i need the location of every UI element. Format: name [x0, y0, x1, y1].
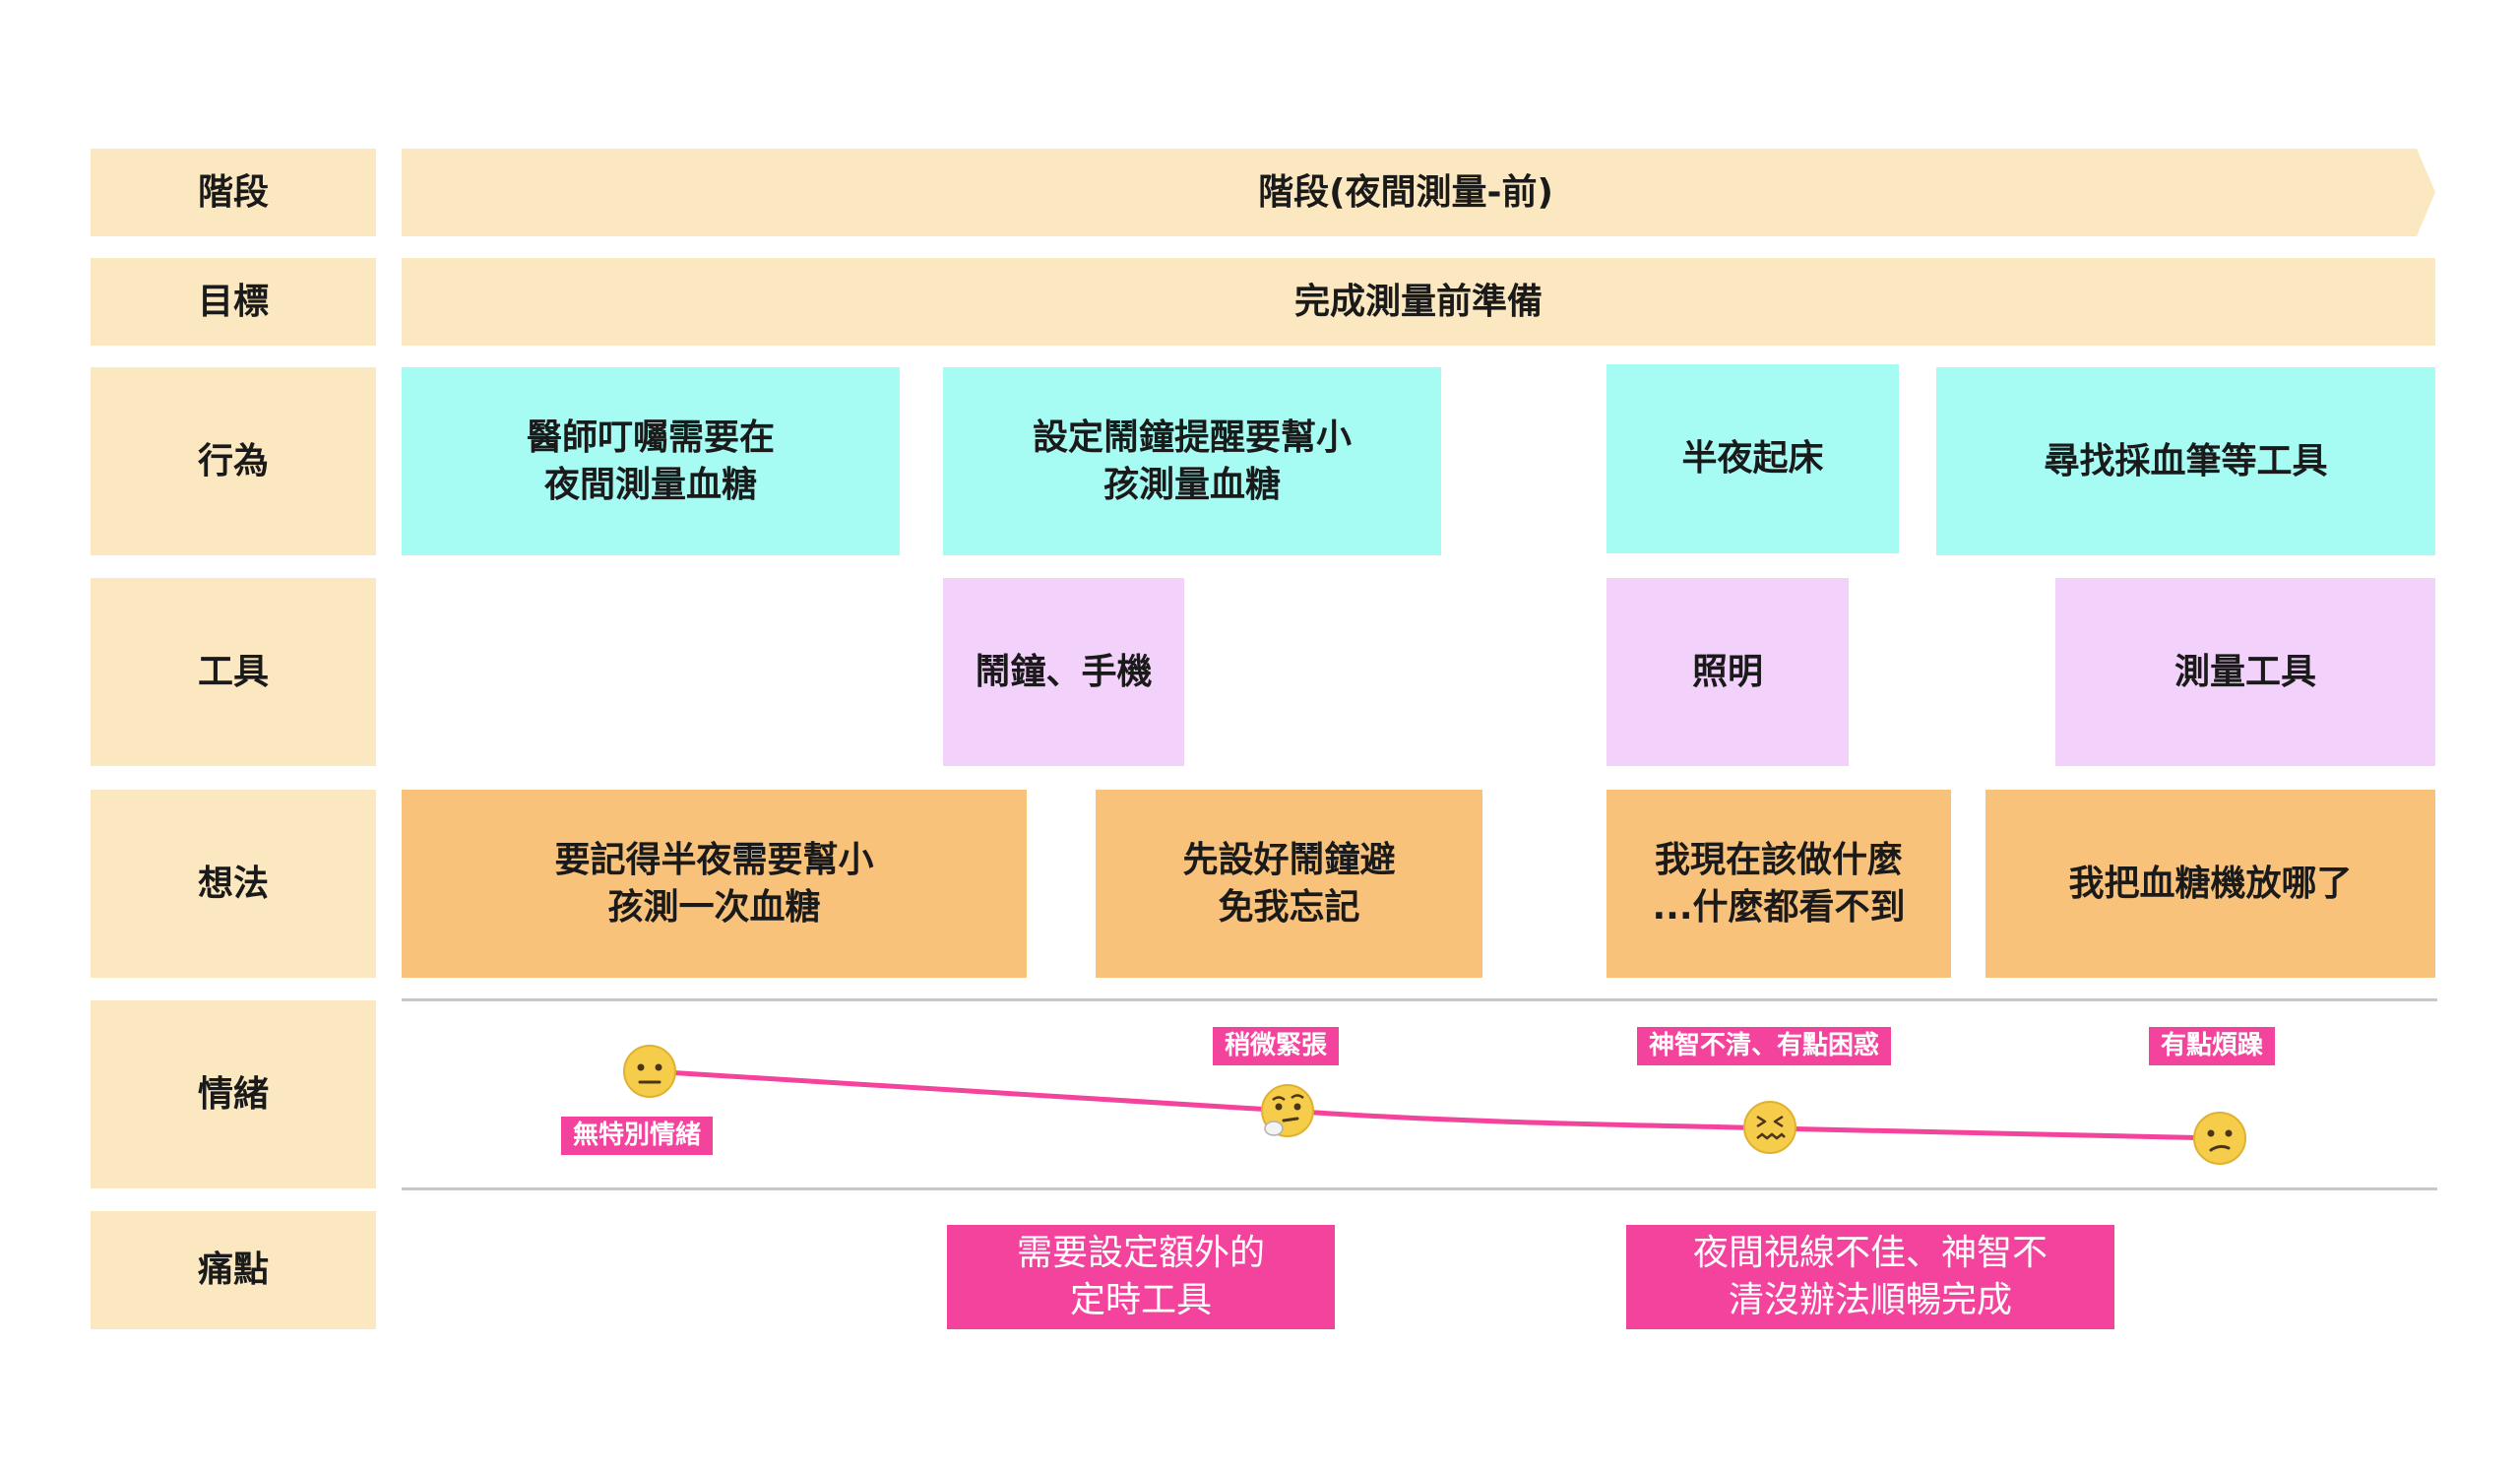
row-label-emotion: 情緒 — [91, 1000, 376, 1188]
row-label-thought: 想法 — [91, 790, 376, 978]
emotion-top-divider — [402, 998, 2437, 1001]
action-card: 半夜起床 — [1606, 364, 1899, 553]
action-card: 尋找採血筆等工具 — [1936, 367, 2435, 555]
emotion-tag: 無特別情緒 — [561, 1117, 714, 1155]
tool-card: 鬧鐘、手機 — [943, 578, 1184, 766]
neutral-face-icon — [623, 1045, 676, 1098]
confounded-face-icon — [1743, 1101, 1796, 1154]
stage-title: 階段(夜間測量-前) — [1258, 171, 1553, 213]
emotion-tag: 稍微緊張 — [1213, 1027, 1340, 1065]
row-label-tool: 工具 — [91, 578, 376, 766]
tool-card: 照明 — [1606, 578, 1849, 766]
thought-card: 我把血糖機放哪了 — [1985, 790, 2435, 978]
thinking-face-icon — [1261, 1084, 1314, 1137]
emotion-tag: 神智不清、有點困惑 — [1637, 1027, 1892, 1065]
goal-title: 完成測量前準備 — [402, 258, 2435, 346]
tool-card: 測量工具 — [2055, 578, 2435, 766]
pain-point-card: 夜間視線不佳、神智不 清沒辦法順暢完成 — [1626, 1225, 2114, 1329]
confused-face-icon — [2193, 1112, 2246, 1165]
emotion-tag: 有點煩躁 — [2149, 1027, 2276, 1065]
row-label-action: 行為 — [91, 367, 376, 555]
thought-card: 我現在該做什麼 ...什麼都看不到 — [1606, 790, 1951, 978]
action-card: 設定鬧鐘提醒要幫小 孩測量血糖 — [943, 367, 1441, 555]
row-label-goal: 目標 — [91, 258, 376, 346]
action-card: 醫師叮囑需要在 夜間測量血糖 — [402, 367, 900, 555]
row-label-pain: 痛點 — [91, 1211, 376, 1329]
emotion-bottom-divider — [402, 1187, 2437, 1190]
row-label-stage: 階段 — [91, 149, 376, 236]
pain-point-card: 需要設定額外的 定時工具 — [947, 1225, 1335, 1329]
thought-card: 先設好鬧鐘避 免我忘記 — [1096, 790, 1482, 978]
thought-card: 要記得半夜需要幫小 孩測一次血糖 — [402, 790, 1027, 978]
